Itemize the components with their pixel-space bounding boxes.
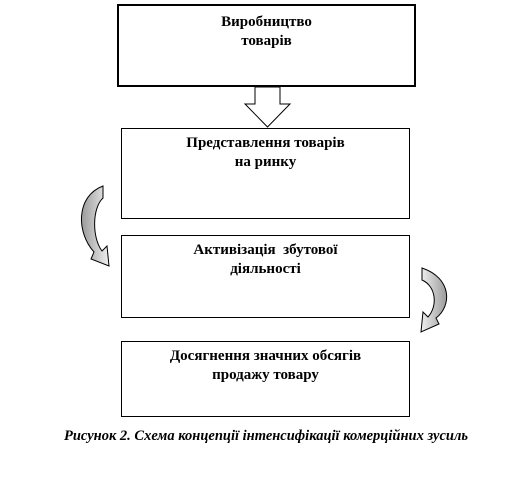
figure-caption: Рисунок 2. Схема концепції інтенсифікаці… — [63, 428, 469, 444]
step-2-line-2: на ринку — [234, 154, 297, 170]
step-4-line-2: продажу товару — [212, 367, 319, 383]
step-1-line-1: Виробництво — [221, 14, 312, 30]
curved-arrow-right-icon — [420, 267, 448, 333]
curved-arrow-left-icon — [81, 185, 110, 267]
step-2-line-1: Представлення товарів — [186, 135, 345, 151]
down-block-arrow-icon — [243, 86, 292, 128]
step-3-line-1: Активізація збутової — [193, 242, 338, 258]
step-box-sales-activation: Активізація збутової діяльності — [121, 235, 410, 318]
step-4-line-1: Досягнення значних обсягів — [169, 348, 362, 364]
step-1-line-2: товарів — [241, 33, 292, 49]
step-box-sales-volume: Досягнення значних обсягів продажу товар… — [121, 341, 410, 417]
step-3-line-2: діяльності — [230, 261, 301, 277]
step-box-production: Виробництво товарів — [117, 4, 416, 87]
step-box-market-presentation: Представлення товарів на ринку — [121, 128, 410, 219]
